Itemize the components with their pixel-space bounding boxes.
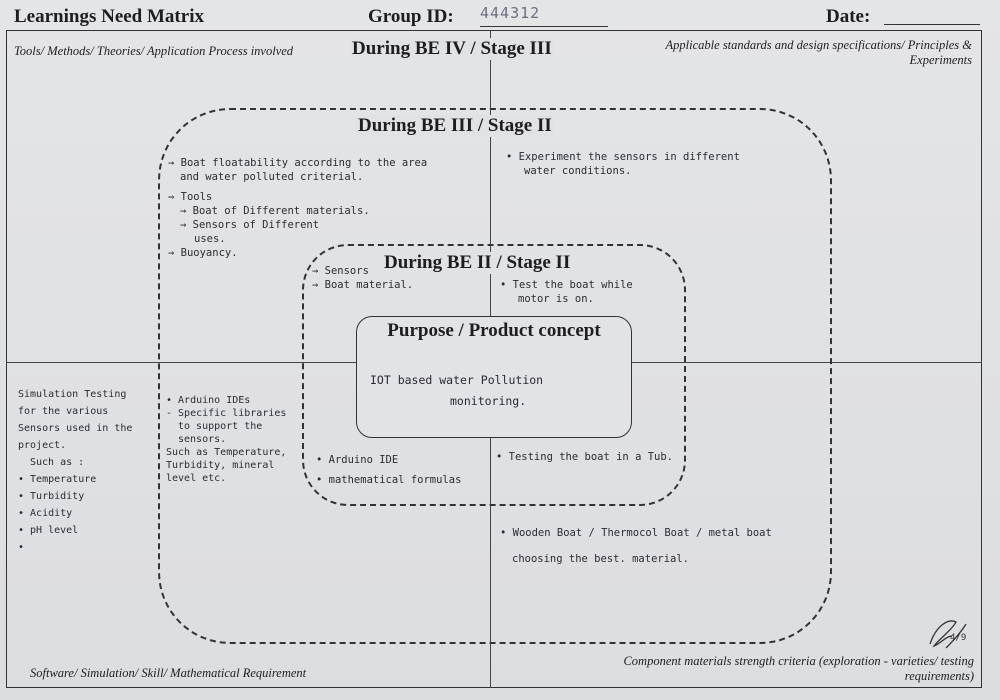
- date-blank-line: [884, 24, 980, 25]
- note-stage2-tools: → Sensors → Boat material.: [312, 264, 413, 292]
- group-id-label: Group ID:: [368, 6, 454, 27]
- purpose-note-line: monitoring.: [450, 394, 527, 408]
- note-line: water conditions.: [524, 165, 632, 177]
- note-stage2-materials: • Testing the boat in a Tub.: [496, 450, 673, 464]
- matrix-frame: [6, 30, 982, 688]
- group-id-value: 444312: [480, 4, 608, 27]
- note-line: • Test the boat while: [500, 279, 633, 291]
- note-line: → Sensors of Different: [180, 219, 320, 231]
- corner-label-tools: Tools/ Methods/ Theories/ Application Pr…: [14, 44, 294, 58]
- note-line: sensors.: [178, 434, 227, 445]
- note-stage2-principles: • Test the boat while motor is on.: [500, 278, 633, 306]
- note-line: Simulation Testing: [18, 389, 127, 400]
- note-line: motor is on.: [518, 293, 594, 305]
- note-line: Turbidity, mineral: [166, 460, 275, 471]
- note-stage3-materials: • Wooden Boat / Thermocol Boat / metal b…: [500, 520, 772, 572]
- date-label: Date:: [826, 6, 871, 27]
- note-line: → Sensors: [312, 265, 369, 277]
- note-line: • Arduino IDEs: [166, 395, 251, 406]
- note-stage3-software: • Arduino IDEs - Specific libraries to s…: [166, 394, 286, 485]
- note-stage3-tools: → Boat floatability according to the are…: [168, 156, 427, 260]
- purpose-note: IOT based water Pollution monitoring.: [370, 370, 620, 412]
- note-line: to support the: [178, 421, 263, 432]
- note-stage2-software: • Arduino IDE • mathematical formulas: [316, 450, 461, 490]
- signature-mark: 4/9: [929, 620, 967, 649]
- note-line: Such as Temperature,: [166, 447, 287, 458]
- purpose-title: Purpose / Product concept: [387, 320, 601, 341]
- note-line: Sensors used in the: [18, 423, 133, 434]
- note-line: choosing the best. material.: [512, 553, 690, 565]
- note-line: ⇒ Tools: [168, 191, 213, 203]
- stage-be4-heading: During BE IV / Stage III: [350, 38, 554, 60]
- note-line: • mathematical formulas: [316, 474, 462, 486]
- note-stage3-principles: • Experiment the sensors in different wa…: [506, 150, 740, 178]
- purpose-note-line: IOT based water Pollution: [370, 373, 544, 387]
- note-stage4-software: Simulation Testing for the various Senso…: [18, 386, 132, 556]
- note-line: • Temperature: [18, 474, 97, 485]
- note-line: level etc.: [166, 473, 227, 484]
- stage3-dashed-ring: [158, 108, 832, 644]
- note-line: • Acidity: [18, 508, 73, 519]
- note-line: • Wooden Boat / Thermocol Boat / metal b…: [500, 527, 772, 539]
- purpose-box: [356, 316, 632, 438]
- note-line: uses.: [194, 233, 226, 245]
- corner-label-materials: Component materials strength criteria (e…: [623, 654, 974, 683]
- note-line: project.: [18, 440, 67, 451]
- note-line: → Boat floatability according to the are…: [168, 157, 428, 169]
- worksheet-title: Learnings Need Matrix: [14, 6, 204, 27]
- note-line: Such as :: [30, 457, 85, 468]
- note-line: for the various: [18, 406, 109, 417]
- corner-label-standards: Applicable standards and design specific…: [665, 38, 972, 67]
- signature-date: 4/9: [950, 633, 966, 643]
- note-line: - Specific libraries: [166, 408, 287, 419]
- note-line: • Testing the boat in a Tub.: [496, 451, 674, 463]
- note-line: •: [18, 542, 25, 553]
- note-line: • Experiment the sensors in different: [506, 151, 740, 163]
- stage2-dashed-ring: [302, 244, 686, 506]
- corner-label-software: Software/ Simulation/ Skill/ Mathematica…: [30, 666, 307, 680]
- stage-be2-heading: During BE II / Stage II: [382, 252, 573, 274]
- note-line: and water polluted criterial.: [180, 171, 364, 183]
- note-line: • Arduino IDE: [316, 454, 399, 466]
- note-line: → Boat of Different materials.: [180, 205, 370, 217]
- note-line: • Turbidity: [18, 491, 85, 502]
- note-line: → Boat material.: [312, 279, 414, 291]
- stage-be3-heading: During BE III / Stage II: [356, 115, 554, 137]
- note-line: → Buoyancy.: [168, 247, 238, 259]
- note-line: • pH level: [18, 525, 79, 536]
